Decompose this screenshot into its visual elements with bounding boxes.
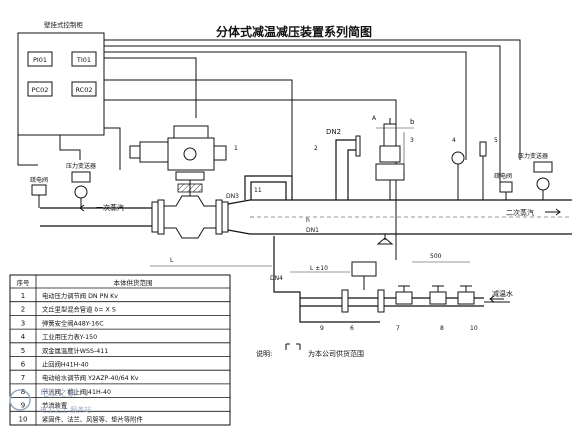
table-cell-text: 工业用压力表Y-150 [42, 332, 97, 341]
dim-a-label: A [372, 115, 377, 122]
dim-h-label: h [306, 217, 310, 224]
safety-valve-assembly: DN2 b A [326, 115, 415, 200]
panel-ti01 [71, 51, 97, 67]
electric-pressure-control-valve [129, 125, 227, 196]
table-cell-text: 弹簧安全阀A48Y-16C [42, 318, 104, 327]
callouts: 1 2 3 4 5 6 7 8 9 10 11 [234, 137, 498, 332]
dim-l10-label: L ±10 [310, 265, 328, 272]
callout-5: 5 [494, 137, 498, 144]
desuperheating-water-line: 减温水 [273, 236, 513, 323]
note: 说明: 为本公司供货范围 [256, 343, 364, 358]
panel-ti01-label: TI01 [76, 56, 91, 64]
table-cell-no: 9 [21, 402, 25, 410]
right-drain-valve-label: 疏电阀 [494, 172, 512, 180]
table-row: 5 双金属温度计WSS-411 [10, 346, 230, 357]
table-cell-no: 1 [21, 292, 25, 300]
left-drain-valve-label: 疏电阀 [30, 176, 48, 184]
table-cell-no: 8 [21, 388, 25, 396]
secondary-steam-label: 二次蒸汽 [506, 208, 534, 217]
panel-pc02 [27, 81, 53, 97]
dim-l-label: L [170, 257, 174, 264]
table-cell-no: 7 [21, 374, 25, 382]
callout-2: 2 [314, 145, 318, 152]
callout-3: 3 [410, 137, 414, 144]
table-row: 9 节流装置 [10, 401, 230, 412]
pipe-support [376, 234, 394, 245]
table-cell-text: 电动给水调节阀 Y2AZP-40/64 Kv [42, 373, 139, 382]
main-pipeline: 二次蒸汽 [40, 195, 572, 239]
right-pressure-transmitter: 压力变送器 [518, 152, 553, 200]
table-cell-no: 3 [21, 319, 25, 327]
table-cell-no: 10 [19, 415, 28, 423]
control-cabinet-label: 壁挂式控制柜 [44, 20, 84, 29]
right-pressure-transmitter-label: 压力变送器 [518, 152, 548, 160]
table-row: 7 电动给水调节阀 Y2AZP-40/64 Kv [10, 373, 230, 385]
callout-4: 4 [452, 137, 456, 144]
panel-rc02 [71, 81, 97, 97]
right-drain-valve: 疏电阀 [494, 172, 513, 200]
control-cabinet: 壁挂式控制柜 PI01 TI01 PC02 RC02 [17, 20, 105, 136]
dim-500-label: 500 [430, 253, 442, 260]
callout-7: 7 [396, 325, 400, 332]
note-label: 说明: [256, 349, 272, 358]
table-row: 3 弹簧安全阀A48Y-16C [10, 318, 230, 330]
callout-10: 10 [470, 325, 478, 332]
table-cell-text: 电动压力调节阀 DN PN Kv [42, 291, 118, 300]
table-row: 6 止回阀H41H-40 [10, 360, 230, 371]
callout-1: 1 [234, 145, 238, 152]
diagram-title: 分体式减温减压装置系列简图 [216, 24, 372, 39]
table-cell-no: 6 [21, 361, 26, 369]
table-row: 8 节流阀、截止阀J41H-40 [10, 387, 230, 399]
thermometer [479, 141, 487, 200]
table-row: 1 电动压力调节阀 DN PN Kv [10, 291, 230, 303]
panel-pi01 [27, 51, 53, 67]
callout-6: 6 [350, 325, 354, 332]
table-row: 10 紧固件、法兰、风管等、垫片等附件 [19, 414, 143, 423]
table-cell-text: 节流阀、截止阀J41H-40 [42, 387, 111, 396]
panel-rc02-label: RC02 [75, 86, 92, 94]
callout-11: 11 [254, 187, 262, 194]
callout-8: 8 [440, 325, 444, 332]
dn2-label: DN2 [326, 128, 341, 136]
table-cell-no: 4 [21, 333, 26, 341]
table-row: 2 文丘里型混合管道 δ= X S [10, 305, 230, 316]
table-cell-text: 止回阀H41H-40 [42, 360, 89, 369]
dimensions: L 500 L ±10 h DN1 DN4 DN3 [150, 193, 470, 282]
table-header-scope: 本体供货范围 [114, 278, 153, 287]
callout-9: 9 [320, 325, 324, 332]
panel-pi01-label: PI01 [33, 56, 47, 64]
table-cell-text: 文丘里型混合管道 δ= X S [42, 305, 116, 314]
note-text: 为本公司供货范围 [308, 349, 364, 358]
panel-pc02-label: PC02 [32, 86, 49, 94]
table-header-no: 序号 [17, 278, 31, 287]
signal-wires [17, 39, 521, 260]
dim-dn1-label: DN1 [306, 227, 319, 234]
watermark-line2: 电工之上 服务站 [40, 405, 91, 414]
table-cell-no: 2 [21, 306, 25, 314]
steam-loop [244, 175, 293, 200]
watermark: 电工之家 电工之上 服务站 [9, 387, 91, 414]
supply-scope-table: 序号 本体供货范围 1 电动压力调节阀 DN PN Kv 2 文丘里型混合管道 δ= … [9, 274, 231, 426]
table-cell-text: 紧固件、法兰、风管等、垫片等附件 [42, 414, 143, 423]
desuperheating-water-label: 减温水 [492, 289, 513, 298]
dim-dn4-label: DN4 [270, 275, 283, 282]
left-drain-valve: 疏电阀 [30, 176, 48, 208]
left-pressure-transmitter-label: 压力变送器 [66, 162, 96, 170]
table-row: 4 工业用压力表Y-150 [10, 332, 230, 344]
table-cell-text: 节流装置 [42, 401, 67, 410]
left-pressure-transmitter: 压力变送器 [66, 162, 96, 208]
table-cell-no: 5 [21, 347, 25, 355]
watermark-line1: 电工之家 [40, 387, 76, 399]
dim-b-label: b [410, 118, 415, 126]
dim-dn3-label: DN3 [226, 193, 239, 200]
pressure-gauge [451, 151, 465, 200]
table-cell-text: 双金属温度计WSS-411 [42, 346, 108, 355]
